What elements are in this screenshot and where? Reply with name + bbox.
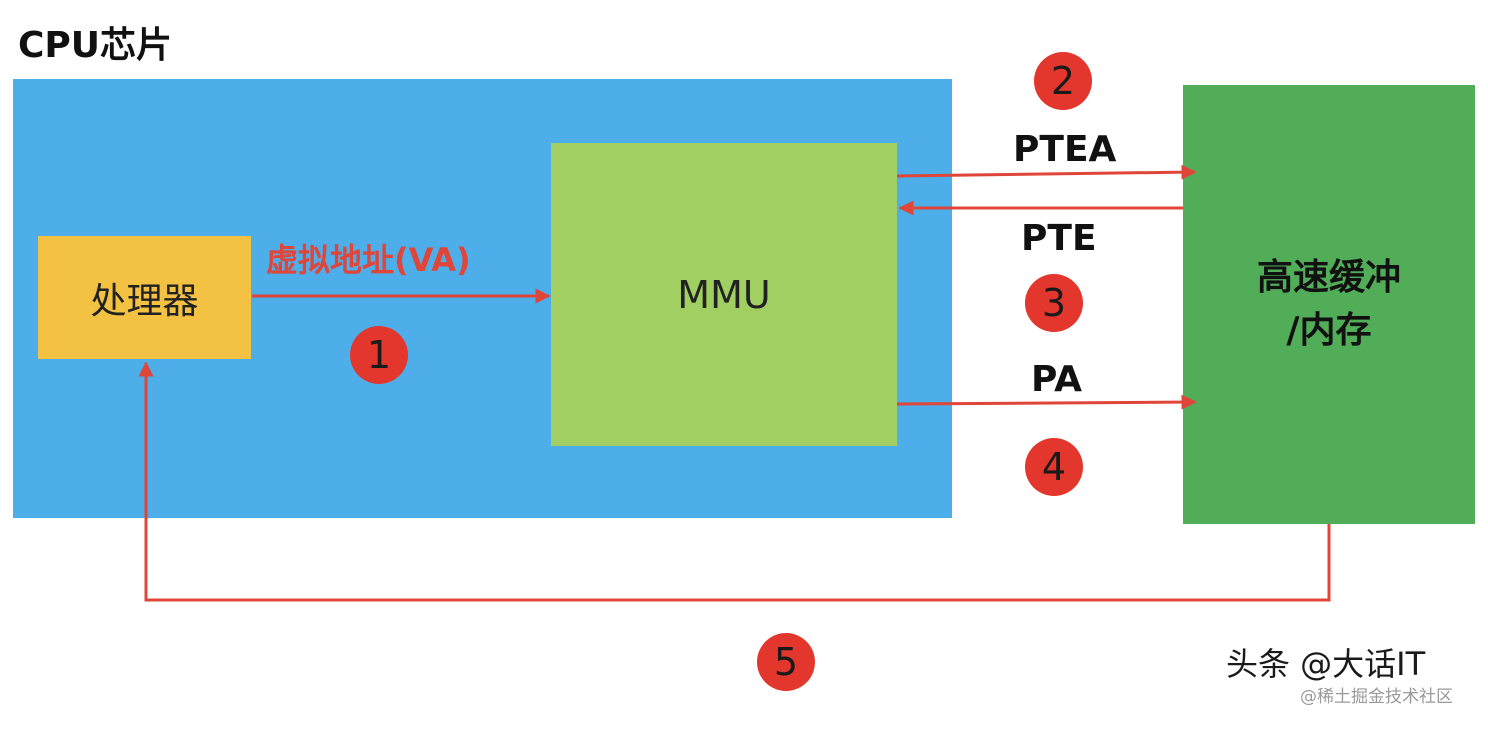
- step-badge-2: 2: [1034, 52, 1092, 110]
- step-badge-1: 1: [350, 326, 408, 384]
- step-badge-3: 3: [1025, 274, 1083, 332]
- mmu-label: MMU: [677, 272, 771, 317]
- memory-label-line2: /内存: [1286, 309, 1372, 351]
- memory-label-line1: 高速缓冲: [1256, 257, 1401, 299]
- cpu-title: CPU芯片: [18, 25, 173, 66]
- pte-label: PTE: [1021, 218, 1097, 259]
- step-badge-5: 5: [757, 633, 815, 691]
- cache-memory-box: 高速缓冲 /内存: [1183, 85, 1475, 524]
- ptea-arrow: [896, 164, 1197, 180]
- va-label: 虚拟地址(VA): [266, 241, 471, 279]
- return-data-arrow: [138, 361, 1331, 602]
- pa-arrow: [896, 394, 1197, 410]
- watermark-sub: @稀土掘金技术社区: [1300, 687, 1453, 707]
- watermark-main: 头条 @大话IT: [1226, 645, 1426, 683]
- step-badge-4: 4: [1025, 438, 1083, 496]
- mmu-box: MMU: [551, 143, 897, 446]
- ptea-label: PTEA: [1013, 129, 1117, 170]
- processor-label: 处理器: [90, 280, 199, 322]
- processor-box: 处理器: [38, 236, 251, 359]
- pa-label: PA: [1031, 359, 1082, 400]
